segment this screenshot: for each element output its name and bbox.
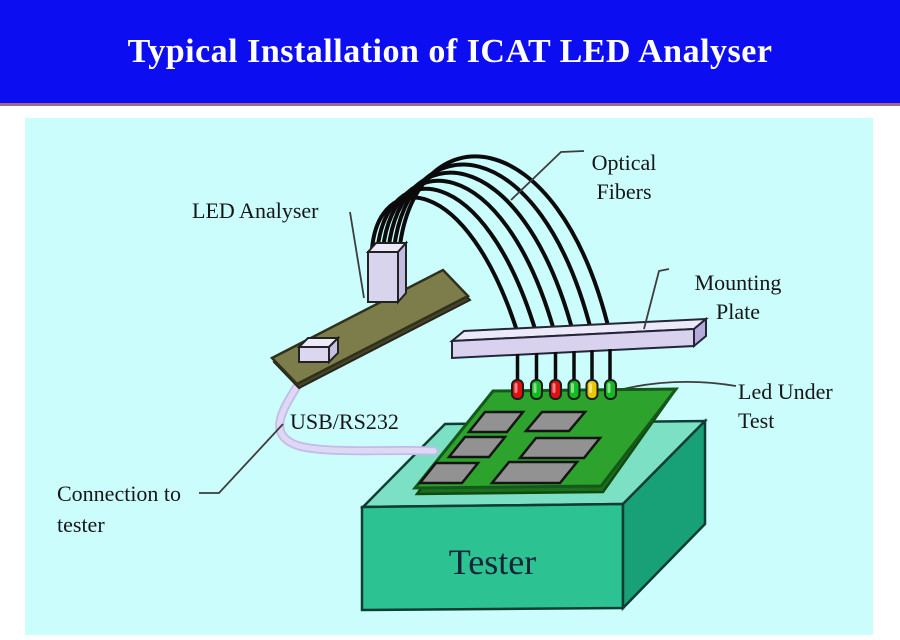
led-highlight [552, 383, 556, 393]
mounting-plate [449, 316, 709, 360]
led-highlight [607, 383, 611, 393]
led-highlight [533, 383, 537, 393]
optical-fibers [370, 154, 612, 336]
fiber-stubs [515, 349, 612, 381]
page-title: Typical Installation of ICAT LED Analyse… [127, 32, 773, 70]
pcb-chips [417, 410, 603, 485]
fiber-5 [392, 162, 594, 336]
leader-led-under-test [618, 381, 737, 391]
chip [517, 436, 603, 460]
led-highlight [571, 383, 574, 393]
led-under-test-label: Led Under Test [738, 379, 833, 433]
tester-label: Tester [448, 542, 537, 582]
fiber-4 [386, 170, 576, 336]
fiber-1 [370, 195, 520, 336]
usb-connector [296, 335, 341, 365]
connector-front [298, 346, 330, 363]
chip [489, 460, 580, 485]
fiber-6 [397, 154, 612, 336]
mounting-plate-label: Mounting Plate [694, 270, 782, 324]
led-highlight [514, 383, 518, 393]
fiber-3 [381, 178, 557, 336]
analyser-head-front [367, 251, 399, 303]
leader-led-analyser [349, 211, 365, 299]
led-highlight [589, 383, 592, 393]
led-analyser-label: LED Analyser [192, 198, 319, 223]
leader-optical-fibers [510, 150, 585, 201]
analyser-head-side [397, 240, 407, 305]
usb-rs232-label: USB/RS232 [290, 409, 399, 434]
connection-to-tester-label: Connection to tester [57, 481, 182, 537]
chip [417, 461, 481, 485]
mounting-plate-front [451, 327, 695, 360]
title-bar: Typical Installation of ICAT LED Analyse… [0, 0, 900, 106]
usb-cable [275, 355, 439, 456]
leader-lines [199, 150, 737, 494]
usb-cable-core [276, 357, 437, 454]
chip [446, 435, 508, 459]
fiber-2 [375, 186, 539, 336]
analyser-head [365, 240, 409, 305]
chip [466, 410, 526, 434]
chip [523, 410, 588, 433]
pcb [411, 387, 680, 496]
leds-under-test [511, 379, 617, 400]
leader-mounting-plate [643, 268, 670, 330]
tester-side-face [621, 417, 707, 612]
leader-connection [199, 423, 284, 494]
optical-fibers-label: Optical Fibers [591, 150, 657, 204]
